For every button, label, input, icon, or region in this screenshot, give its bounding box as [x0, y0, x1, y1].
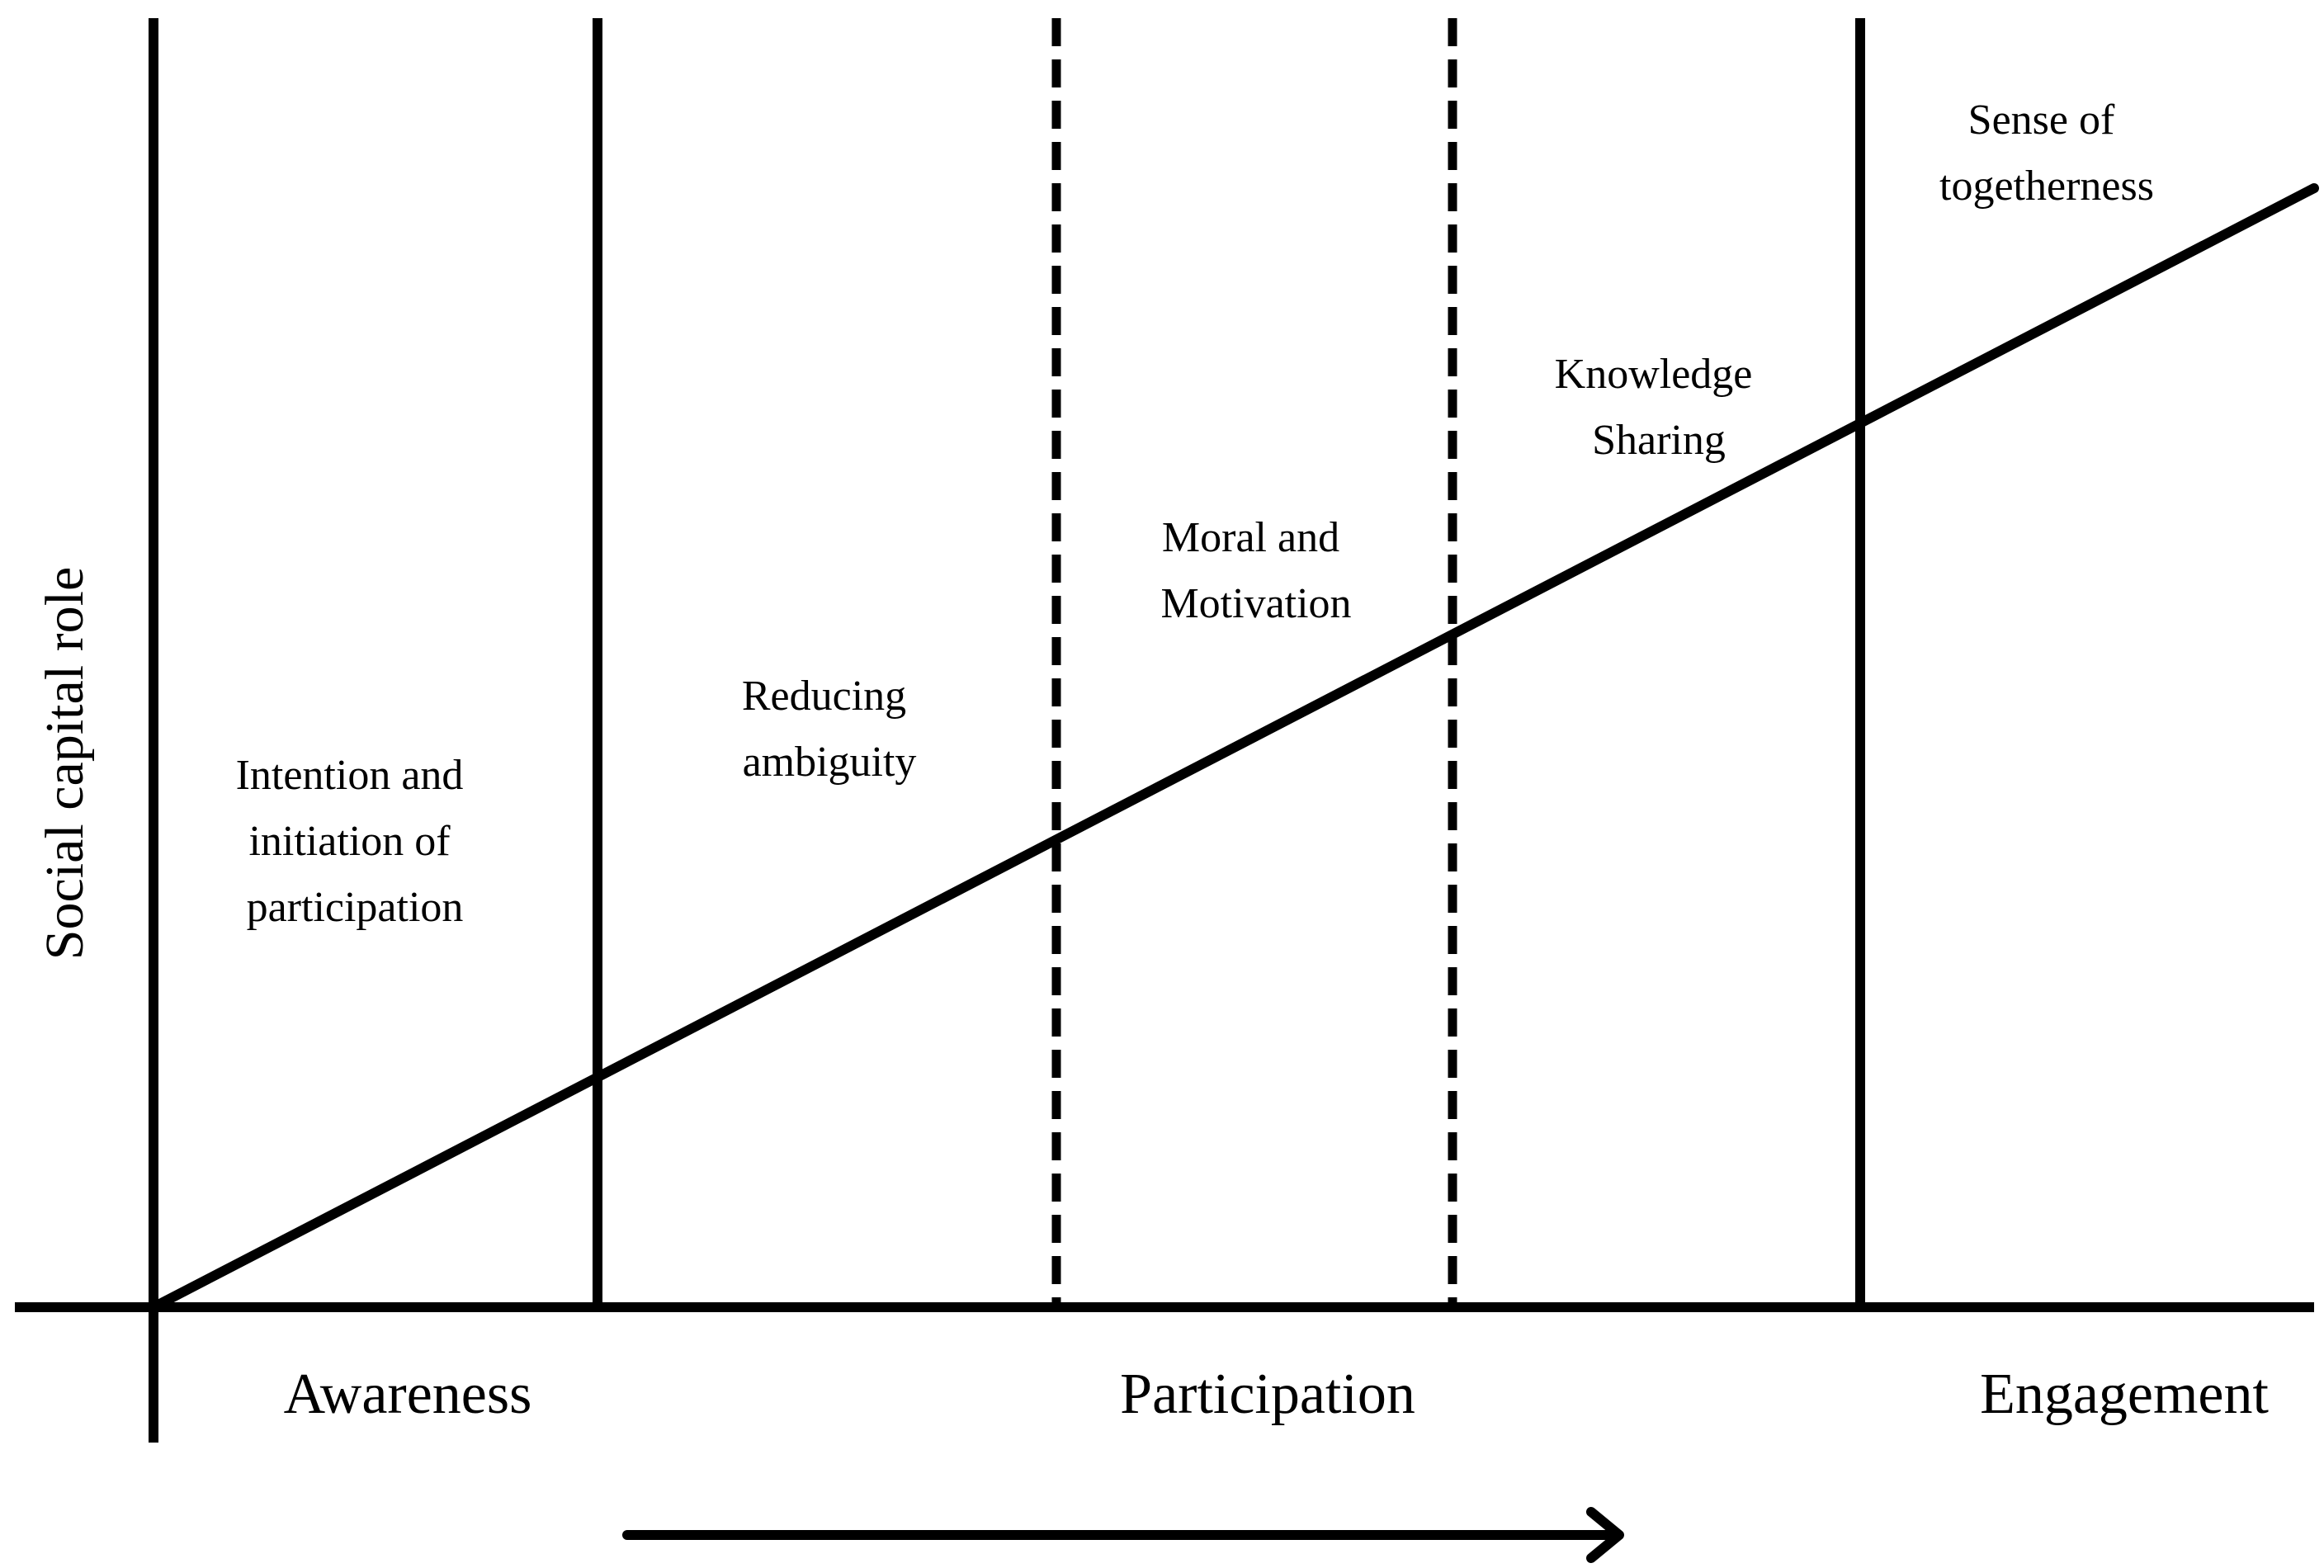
phase-label-participation: Participation [1120, 1363, 1415, 1426]
social-capital-growth-line [149, 183, 2319, 1312]
phase-label-engagement: Engagement [1980, 1363, 2269, 1426]
stage-label-intention: Intention and initiation of participatio… [236, 752, 475, 931]
stage-label-togetherness: Sense of togetherness [1939, 97, 2154, 210]
phase-label-awareness: Awareness [284, 1363, 532, 1426]
stage-label-reducing-ambiguity: Reducing ambiguity [742, 673, 917, 786]
stage-label-knowledge-sharing: Knowledge Sharing [1555, 351, 1764, 464]
y-axis-label: Social capital role [35, 567, 95, 960]
stage-label-moral-motivation: Moral and Motivation [1160, 514, 1351, 627]
progression-arrow-head-icon [1586, 1507, 1624, 1563]
